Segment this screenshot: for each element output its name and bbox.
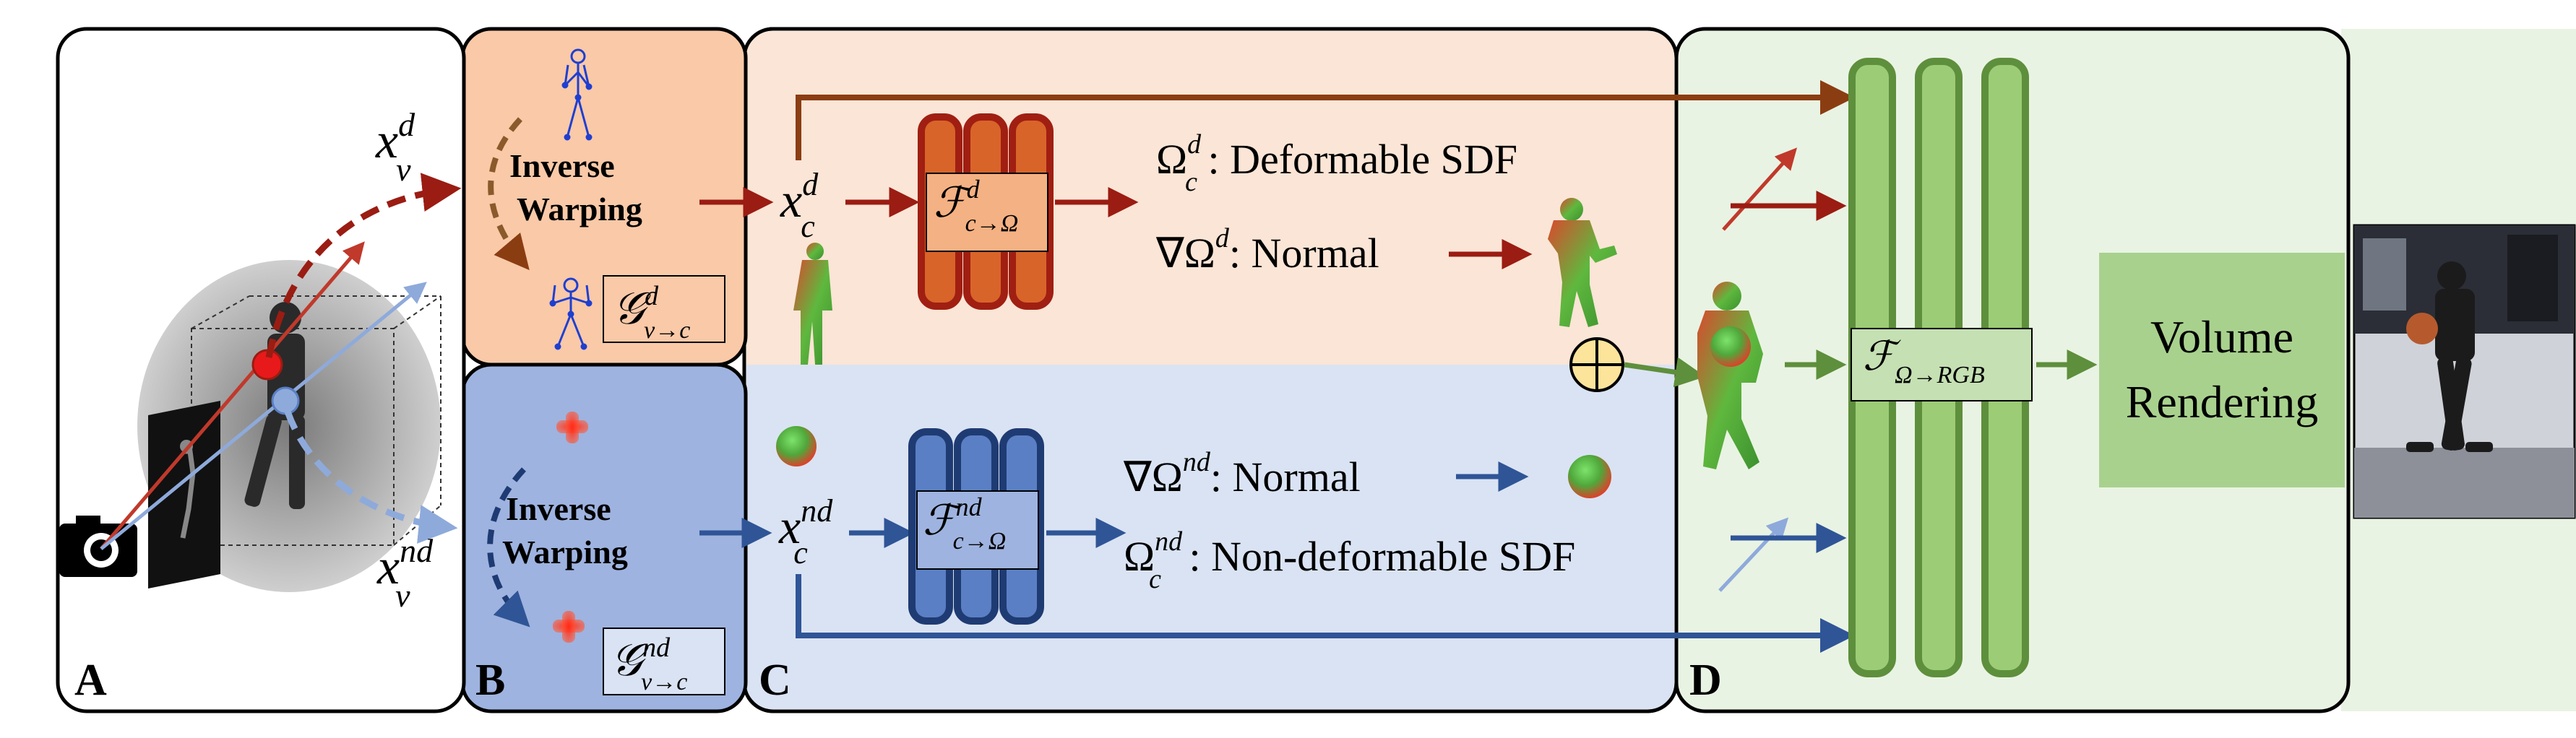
human-normal-icon — [1548, 198, 1617, 327]
grad-omega-d-label: ∇Ωd: Normal — [1155, 223, 1379, 277]
canonical-ball-small — [776, 426, 817, 466]
ray-nondeformable — [100, 282, 427, 550]
input-view-dir-nd — [1718, 517, 1789, 592]
skeleton-icon-top — [561, 48, 593, 141]
panel-letter-d: D — [1689, 656, 1722, 705]
skeleton-icon-bottom — [549, 277, 593, 350]
warp-arrow-nondeformable — [487, 467, 530, 628]
image-plane — [148, 401, 220, 589]
deformable-band — [746, 31, 1674, 365]
camera-icon — [59, 516, 137, 577]
ball-normal-icon — [1568, 455, 1611, 498]
sample-point-nondeformable — [271, 386, 300, 415]
arrow-combine-to-d — [1624, 357, 1706, 388]
warp-label-nondeformable-2: Warping — [502, 534, 628, 570]
volume-rendering-line1: Volume — [2150, 311, 2293, 363]
rendered-output-image — [2353, 224, 2576, 519]
panel-letter-b: B — [475, 656, 505, 705]
warp-label-deformable-1: Inverse — [509, 147, 615, 184]
plus-blob-bottom — [553, 611, 585, 643]
panel-b — [460, 27, 748, 713]
panel-letter-c: C — [759, 656, 791, 705]
grad-omega-nd-label: ∇Ωnd: Normal — [1123, 447, 1361, 500]
combined-human-icon — [1697, 282, 1763, 469]
f-rgb-label: ℱΩ→RGB — [1863, 334, 1985, 388]
g-deformable-box — [603, 275, 725, 343]
canonical-human-small — [793, 243, 832, 365]
skip-connection-nondeformable — [796, 574, 1855, 653]
warp-label-nondeformable-1: Inverse — [506, 490, 611, 527]
ray-deformable — [100, 241, 365, 550]
plus-blob-top — [556, 412, 588, 443]
dashed-arrow-deformable — [265, 173, 462, 358]
warp-arrow-deformable — [488, 117, 530, 271]
network-f-rgb: ℱΩ→RGB — [1848, 58, 2033, 677]
combine-plus-icon — [1569, 337, 1624, 392]
volume-rendering-line2: Rendering — [2126, 376, 2319, 427]
warp-label-deformable-2: Warping — [517, 191, 642, 227]
g-nondeformable-box — [603, 628, 725, 695]
panel-c — [742, 27, 1679, 713]
input-view-dir-d — [1722, 147, 1798, 231]
dashed-arrow-nondeformable — [284, 410, 458, 544]
panel-d-content: ℱΩ→RGB Volume Rendering D — [1689, 58, 2345, 705]
volume-rendering-box — [2099, 253, 2345, 487]
skip-connection-deformable — [796, 80, 1855, 160]
panel-letter-a: A — [74, 656, 107, 705]
